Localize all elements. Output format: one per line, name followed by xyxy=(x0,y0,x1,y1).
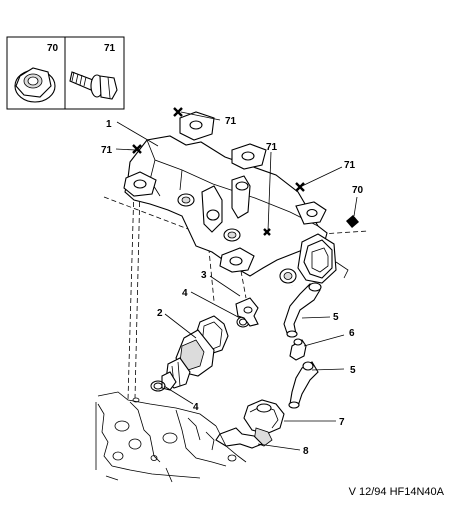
callout-2: 2 xyxy=(157,308,163,319)
callout-71-top: 71 xyxy=(225,116,237,127)
fuel-pressure-regulator xyxy=(243,399,285,447)
fastener-legend: 70 71 xyxy=(6,36,125,110)
callout-71-left: 71 xyxy=(101,145,113,156)
callout-5-lower: 5 xyxy=(350,365,356,376)
callout-3: 3 xyxy=(201,270,207,281)
callout-1: 1 xyxy=(106,119,112,130)
drawing-reference: V 12/94 HF14N40A xyxy=(349,486,445,498)
vacuum-hose-upper xyxy=(283,282,322,338)
callout-labels: 1 2 3 4 4 5 6 5 7 8 70 71 71 71 71 xyxy=(101,116,364,457)
engine-block-outline xyxy=(95,391,247,483)
callout-71-right: 71 xyxy=(344,160,356,171)
bolt-marker-icon xyxy=(132,107,305,236)
regulator-bracket xyxy=(215,427,263,449)
callout-5-upper: 5 xyxy=(333,312,339,323)
callout-70: 70 xyxy=(352,185,364,196)
callout-4-lower: 4 xyxy=(193,402,199,413)
vacuum-hose-lower xyxy=(288,361,319,409)
injector-retaining-clip xyxy=(235,297,259,327)
nut-marker-icon xyxy=(346,215,359,228)
legend-ref-70: 70 xyxy=(47,43,59,54)
flange-nut-icon xyxy=(14,67,56,103)
flange-bolt-icon xyxy=(69,71,118,100)
callout-7: 7 xyxy=(339,417,345,428)
callout-leaders xyxy=(115,111,358,451)
callout-71-center: 71 xyxy=(266,142,278,153)
callout-6: 6 xyxy=(349,328,355,339)
injector-o-ring-lower xyxy=(150,380,166,392)
legend-ref-71: 71 xyxy=(104,43,116,54)
intake-manifold xyxy=(123,111,349,284)
hose-connector xyxy=(289,338,307,361)
fuel-injector xyxy=(161,315,229,391)
callout-8: 8 xyxy=(303,446,309,457)
callout-4-upper: 4 xyxy=(182,288,188,299)
